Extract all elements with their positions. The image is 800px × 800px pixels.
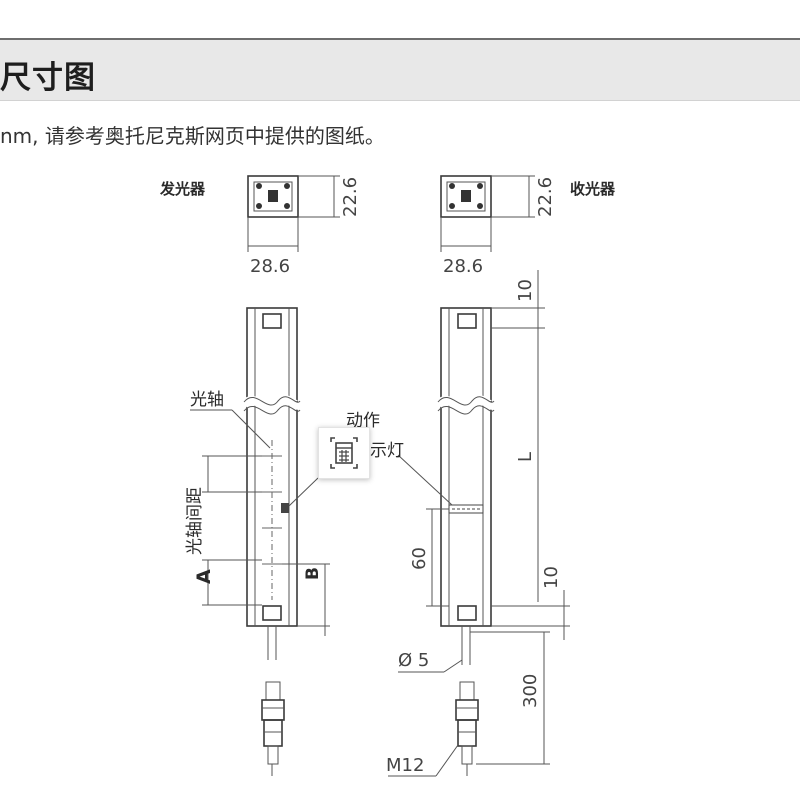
axis-pitch-label: 光轴间距 bbox=[185, 487, 205, 555]
indicator-label-1: 动作 bbox=[346, 411, 380, 431]
optical-axis-label: 光轴 bbox=[190, 390, 224, 410]
header-top-rule bbox=[0, 38, 800, 40]
emitter-front-view bbox=[190, 307, 330, 776]
receiver-height-dim: 22.6 bbox=[535, 177, 556, 217]
dim-60: 60 bbox=[409, 547, 430, 570]
page-title: 尺寸图 bbox=[0, 60, 96, 96]
dim-10-top: 10 bbox=[515, 279, 536, 302]
receiver-front-view bbox=[388, 270, 570, 777]
cable-length-dim: 300 bbox=[520, 674, 541, 708]
emitter-width-dim: 28.6 bbox=[250, 256, 290, 277]
dim-10-bottom: 10 bbox=[541, 566, 562, 589]
cable-diameter-dim: Ø 5 bbox=[398, 650, 429, 671]
indicator-label-2: 示灯 bbox=[370, 441, 404, 461]
emitter-top-view bbox=[247, 175, 340, 252]
dim-b-label: B bbox=[303, 567, 323, 580]
reference-note: nm, 请参考奥托尼克斯网页中提供的图纸。 bbox=[0, 124, 385, 148]
emitter-height-dim: 22.6 bbox=[340, 177, 361, 217]
receiver-top-view bbox=[440, 175, 535, 252]
receiver-width-dim: 28.6 bbox=[443, 256, 483, 277]
dim-a-label: A bbox=[193, 569, 215, 584]
section-header: 尺寸图 bbox=[0, 40, 800, 101]
dim-L: L bbox=[515, 452, 536, 462]
connector-label: M12 bbox=[386, 755, 424, 776]
calculator-icon[interactable] bbox=[318, 427, 370, 479]
receiver-label: 收光器 bbox=[570, 180, 616, 198]
emitter-label: 发光器 bbox=[159, 180, 206, 198]
